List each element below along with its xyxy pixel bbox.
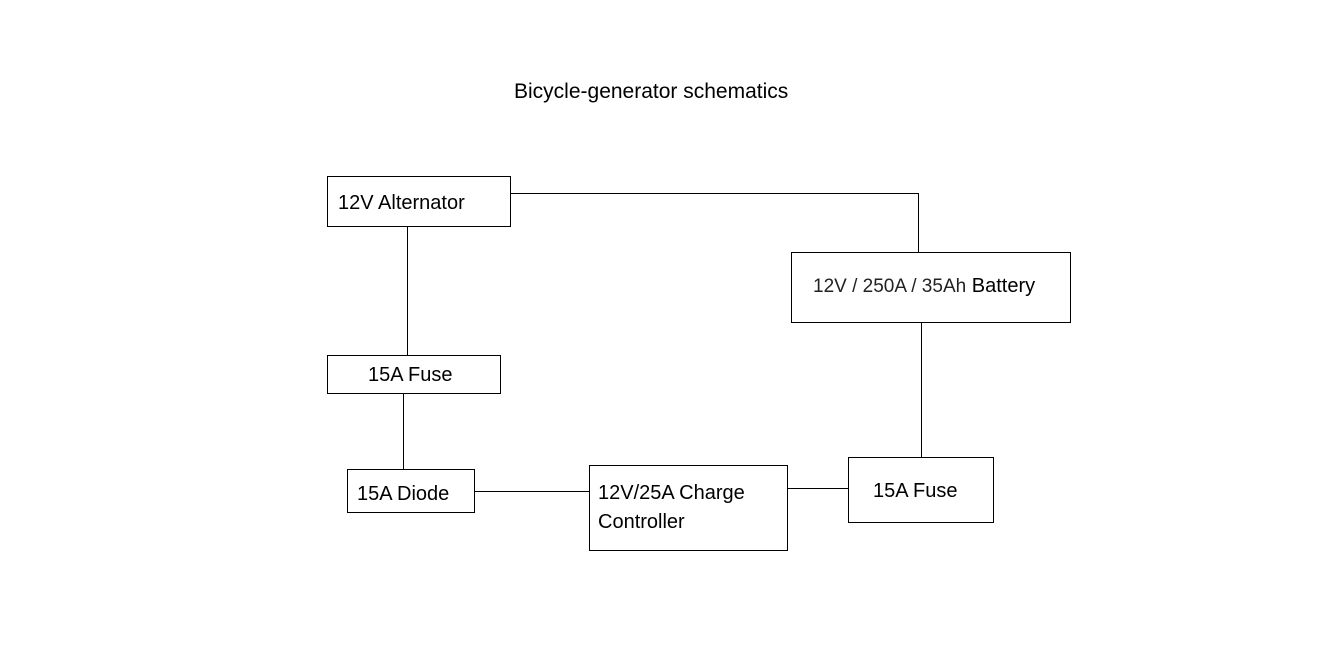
fuse-left-box: 15A Fuse xyxy=(327,355,501,394)
fuse-right-box: 15A Fuse xyxy=(848,457,994,523)
alternator-box: 12V Alternator xyxy=(327,176,511,227)
battery-spec: 12V / 250A / 35Ah xyxy=(813,276,967,297)
diode-label: 15A Diode xyxy=(357,483,450,505)
diode-box: 15A Diode xyxy=(347,469,475,513)
wire-fuse-battery xyxy=(921,322,922,458)
wire-alternator-battery-v xyxy=(918,193,919,253)
wire-controller-fuse xyxy=(787,488,849,489)
fuse-right-label: 15A Fuse xyxy=(873,480,958,502)
charge-controller-label-line1: 12V/25A Charge xyxy=(598,482,745,504)
battery-box: 12V / 250A / 35Ah Battery xyxy=(791,252,1071,323)
alternator-label: 12V Alternator xyxy=(338,192,465,214)
fuse-left-label: 15A Fuse xyxy=(368,364,453,386)
wire-diode-controller xyxy=(474,491,590,492)
charge-controller-label-line2: Controller xyxy=(598,511,685,533)
wire-alternator-fuse xyxy=(407,226,408,356)
battery-word: Battery xyxy=(971,275,1036,297)
charge-controller-box: 12V/25A Charge Controller xyxy=(589,465,788,551)
wire-alternator-battery-h xyxy=(510,193,919,194)
diagram-title: Bicycle-generator schematics xyxy=(514,80,789,103)
battery-label: 12V / 250A / 35Ah Battery xyxy=(813,273,1035,300)
wire-fuse-diode xyxy=(403,393,404,470)
